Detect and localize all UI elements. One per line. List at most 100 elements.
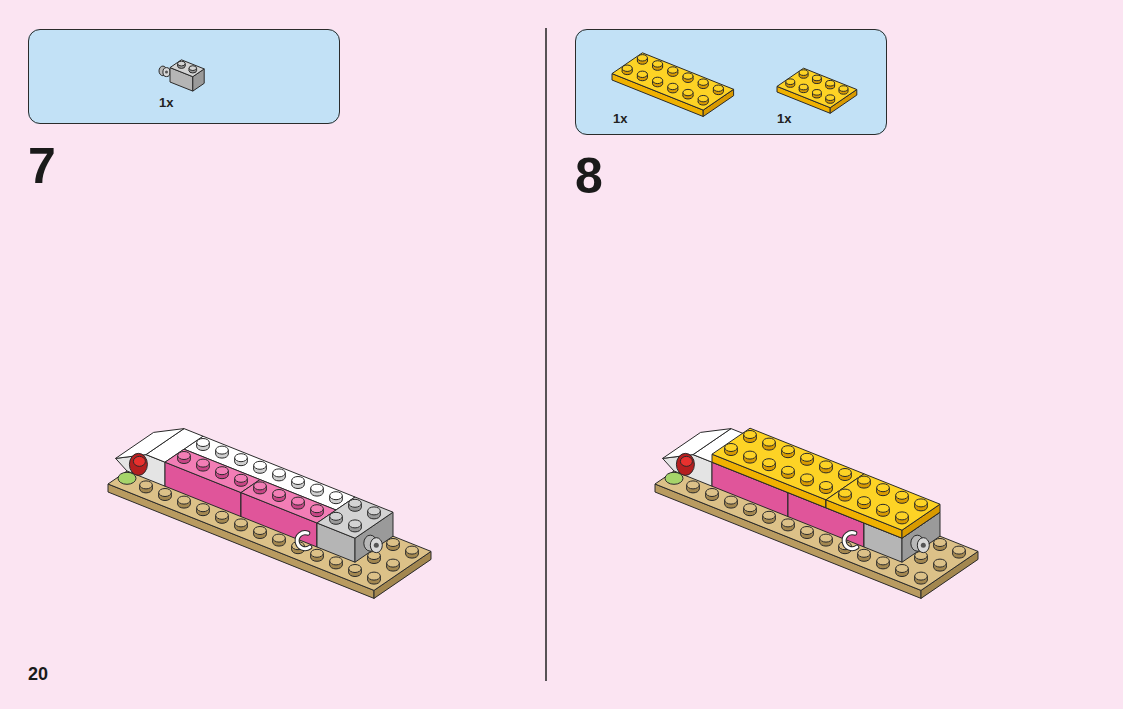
stud (826, 80, 835, 86)
stud (637, 71, 647, 77)
brick-face (826, 474, 940, 530)
side-stud (921, 543, 926, 548)
stud (235, 454, 248, 462)
stud (311, 549, 324, 557)
parts-box-fill (575, 29, 887, 135)
stud (744, 431, 757, 439)
stud (877, 484, 890, 492)
step-number: 8 (575, 151, 603, 201)
stud (406, 546, 419, 554)
stud (799, 70, 808, 76)
stud (140, 481, 153, 489)
brick-face (165, 449, 260, 492)
stud (858, 549, 871, 557)
stud (744, 504, 757, 512)
stud (349, 565, 362, 573)
stud (801, 527, 814, 535)
stud (763, 459, 776, 467)
stud (826, 95, 835, 101)
stud (713, 85, 723, 91)
stud (820, 461, 833, 469)
parts-box: 1x1x (575, 29, 887, 135)
stud (782, 446, 795, 454)
brick-face (116, 429, 184, 459)
side-stud (163, 68, 170, 77)
stud (368, 572, 381, 580)
stud (216, 511, 229, 519)
stud (189, 66, 197, 71)
stud (216, 446, 229, 454)
stud (763, 511, 776, 519)
stud (653, 61, 663, 67)
brick-face (712, 454, 826, 508)
stud (273, 534, 286, 542)
side-stud (917, 538, 929, 553)
red-round-brick (676, 453, 694, 475)
stud (292, 497, 305, 505)
page-number: 20 (28, 665, 48, 683)
stud (725, 444, 738, 452)
stud (668, 67, 678, 73)
stud (896, 491, 909, 499)
quantity-text: 1x (613, 112, 627, 125)
green-round-plate (665, 472, 683, 484)
white-clip (844, 533, 857, 549)
stud (839, 489, 852, 497)
stud (820, 534, 833, 542)
stud (896, 512, 909, 520)
stud (799, 84, 808, 90)
parts-box-fills (28, 29, 887, 135)
stud (235, 474, 248, 482)
stud (915, 572, 928, 580)
stud (197, 459, 210, 467)
stud (330, 512, 343, 520)
stud (763, 438, 776, 446)
parts-box: 1x (28, 29, 340, 124)
stud (622, 65, 632, 71)
stud (683, 73, 693, 79)
stud (330, 492, 343, 500)
stud (330, 557, 343, 565)
stud (820, 482, 833, 490)
stud (254, 461, 267, 469)
stud (687, 481, 700, 489)
stud (292, 477, 305, 485)
divider-line (545, 28, 547, 681)
stud (683, 89, 693, 95)
stud (725, 496, 738, 504)
stud (368, 507, 381, 515)
stud (254, 482, 267, 490)
stud (235, 519, 248, 527)
stud (637, 55, 647, 61)
stud (273, 469, 286, 477)
stud (698, 95, 708, 101)
stud (698, 79, 708, 85)
stud (915, 499, 928, 507)
side-stud (374, 543, 379, 548)
stud (812, 75, 821, 81)
brick-face (241, 480, 336, 523)
white-clip (297, 533, 310, 549)
stud (744, 451, 757, 459)
stud (349, 499, 362, 507)
stud (273, 490, 286, 498)
stud (839, 469, 852, 477)
step-7-model (108, 429, 431, 599)
stud (801, 453, 814, 461)
stud (839, 86, 848, 92)
brick-face (170, 60, 204, 77)
red-round-brick (129, 453, 147, 475)
stud (782, 466, 795, 474)
stud (178, 61, 186, 66)
stud (254, 527, 267, 535)
stud (812, 90, 821, 96)
brick-face (108, 484, 374, 598)
stud (311, 484, 324, 492)
stud (877, 504, 890, 512)
side-stud (165, 71, 168, 74)
stud (858, 476, 871, 484)
stud (349, 520, 362, 528)
stud (896, 565, 909, 573)
stud (801, 474, 814, 482)
stud (387, 559, 400, 567)
